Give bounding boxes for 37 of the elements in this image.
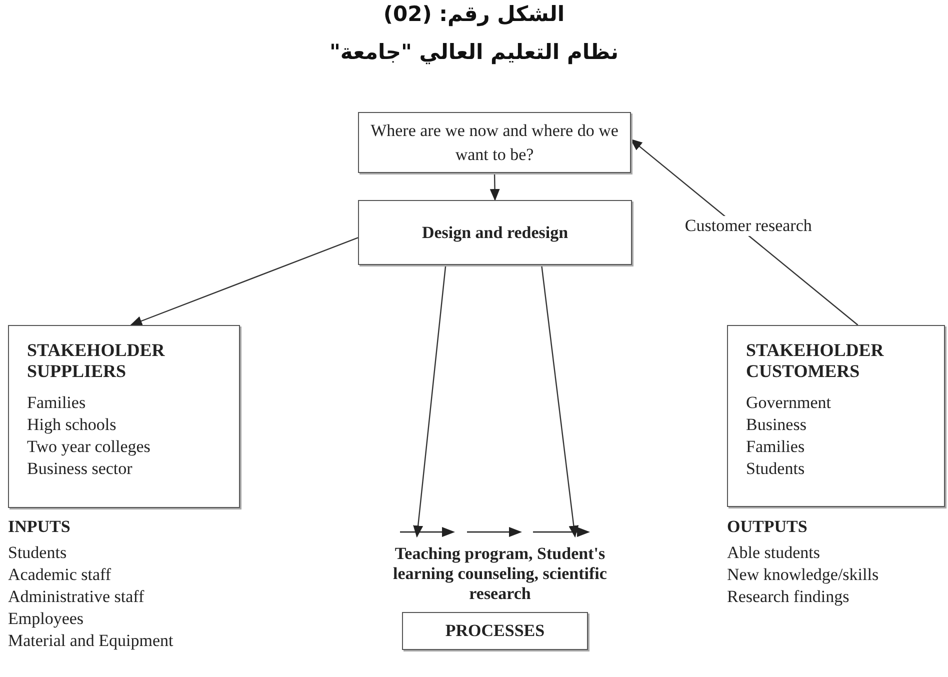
list-item: Business (746, 414, 806, 436)
box-text: PROCESSES (445, 621, 545, 641)
list-item: Families (27, 392, 86, 414)
list-item: Academic staff (8, 564, 112, 586)
list-item: New knowledge/skills (727, 564, 879, 586)
stakeholder-box (727, 325, 945, 507)
process-box (358, 200, 632, 265)
stakeholder-box (8, 325, 240, 508)
list-item: Administrative staff (8, 586, 144, 608)
list-item: Business sector (27, 458, 132, 480)
box-text: Teaching program, Student's learning counseling, scientific research (392, 544, 608, 604)
process-box (358, 112, 631, 173)
figure-subtitle: نظام التعليم العالي "جامعة" (328, 40, 620, 64)
section-heading: OUTPUTS (727, 516, 808, 538)
list-item: Students (746, 458, 805, 480)
list-item: Able students (727, 542, 820, 564)
edge-label: Customer research (682, 216, 814, 236)
arrow (413, 264, 446, 538)
list-item: Material and Equipment (8, 630, 174, 652)
box-heading: STAKEHOLDER CUSTOMERS (746, 340, 885, 382)
box-heading: STAKEHOLDER SUPPLIERS (27, 340, 166, 382)
list-item: High schools (27, 414, 116, 436)
arrow (630, 138, 858, 326)
list-item: Two year colleges (27, 436, 150, 458)
list-item: Students (8, 542, 67, 564)
list-item: Research findings (727, 586, 850, 608)
arrow (490, 172, 500, 201)
process-box (402, 612, 588, 650)
arrow (540, 264, 579, 538)
arrow (130, 237, 358, 326)
figure-title: الشكل رقم: (02) (382, 2, 566, 26)
box-text: Design and redesign (422, 222, 568, 242)
section-heading: INPUTS (8, 516, 70, 538)
box-text: Where are we now and where do we want to be? (370, 120, 620, 166)
list-item: Families (746, 436, 805, 458)
list-item: Government (746, 392, 831, 414)
list-item: Employees (8, 608, 84, 630)
